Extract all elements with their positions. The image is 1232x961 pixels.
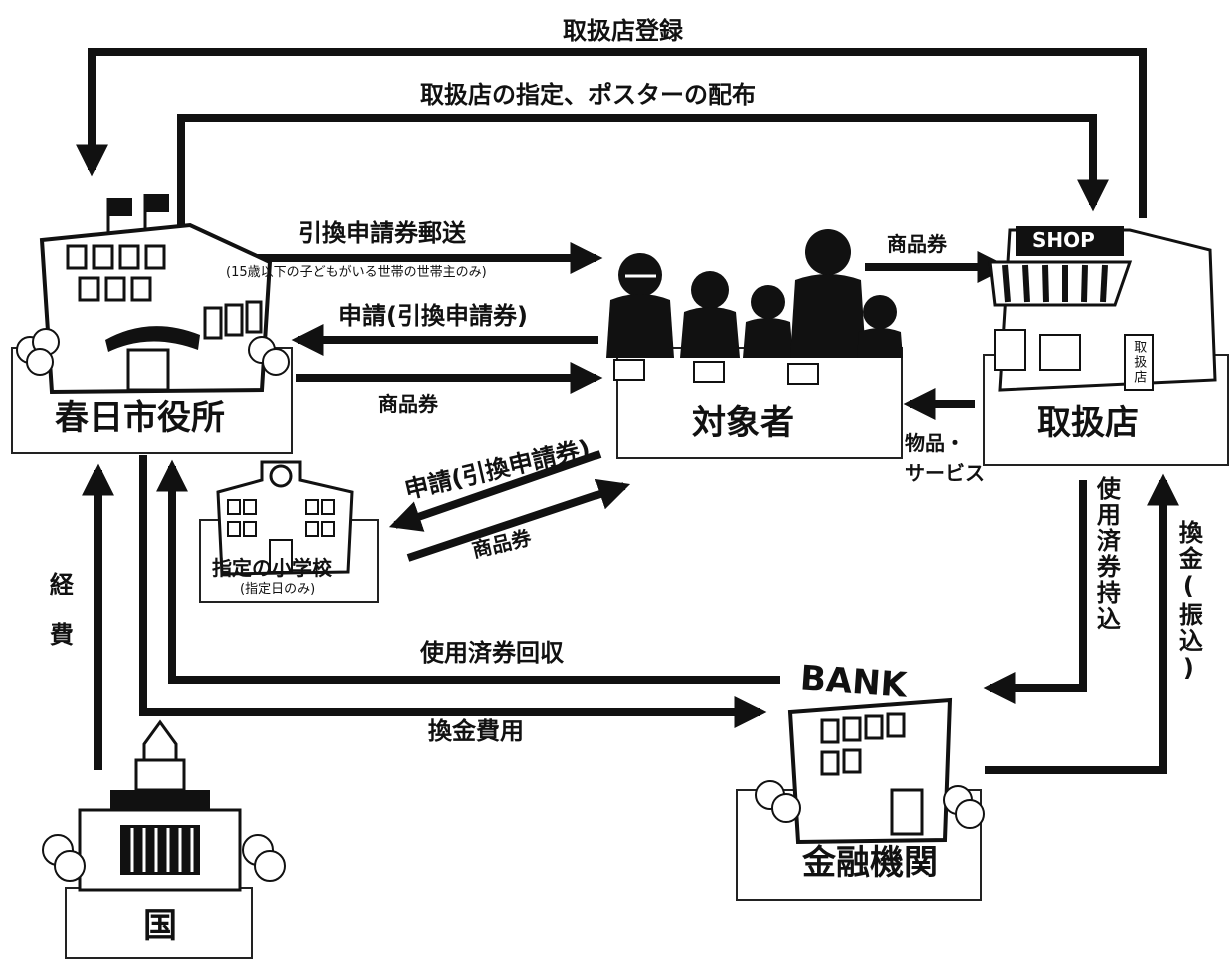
shop-building-icon <box>983 226 1229 466</box>
arrow-apply-school <box>388 450 602 532</box>
nation-building-icon <box>42 719 286 959</box>
node-city-hall: 春日市役所 <box>55 398 225 438</box>
label-designation-poster: 取扱店の指定、ポスターの配布 <box>420 81 756 109</box>
label-goods-services-2: サービス <box>905 461 985 485</box>
label-mail-vouchers: 引換申請券郵送 <box>298 219 466 247</box>
label-used-collection: 使用済券回収 <box>420 639 564 667</box>
node-school-note: (指定日のみ) <box>240 582 316 597</box>
arrow-exchange-transfer <box>985 473 1179 774</box>
arrow-used-brought <box>983 480 1087 704</box>
node-recipients: 対象者 <box>692 403 794 443</box>
arrow-exchange-cost <box>139 455 767 728</box>
label-coupon-shop: 商品券 <box>887 232 947 256</box>
node-school: 指定の小学校 <box>212 556 332 580</box>
label-mail-vouchers-note: (15歳以下の子どもがいる世帯の世帯主のみ) <box>226 265 487 280</box>
bank-sign: BANK <box>798 658 909 706</box>
arrow-used-collection <box>156 459 780 684</box>
arrow-coupon-school <box>406 478 631 562</box>
school-building-icon <box>199 460 379 603</box>
bank-building-icon <box>736 697 985 901</box>
arrow-designation-poster <box>177 114 1109 228</box>
label-coupon-city: 商品券 <box>378 392 438 416</box>
node-bank: 金融機関 <box>802 843 938 883</box>
label-goods-services-1: 物品・ <box>905 431 965 455</box>
node-nation: 国 <box>143 906 177 946</box>
city-hall-building-icon <box>11 194 293 454</box>
label-exchange-transfer: 換金(振込) <box>1174 520 1203 684</box>
label-exchange-cost: 換金費用 <box>428 717 524 745</box>
label-shop-registration: 取扱店登録 <box>563 17 683 45</box>
shop-door-sign: 取扱店 <box>1131 340 1147 385</box>
label-used-brought: 使用済券持込 <box>1092 476 1121 632</box>
node-shop: 取扱店 <box>1037 403 1139 443</box>
recipients-people-icon <box>606 229 903 459</box>
label-expenses: 経費 <box>45 572 74 672</box>
arrow-shop-registration <box>76 48 1147 218</box>
label-apply-city: 申請(引換申請券) <box>338 302 528 330</box>
shop-sign: SHOP <box>1032 228 1095 252</box>
